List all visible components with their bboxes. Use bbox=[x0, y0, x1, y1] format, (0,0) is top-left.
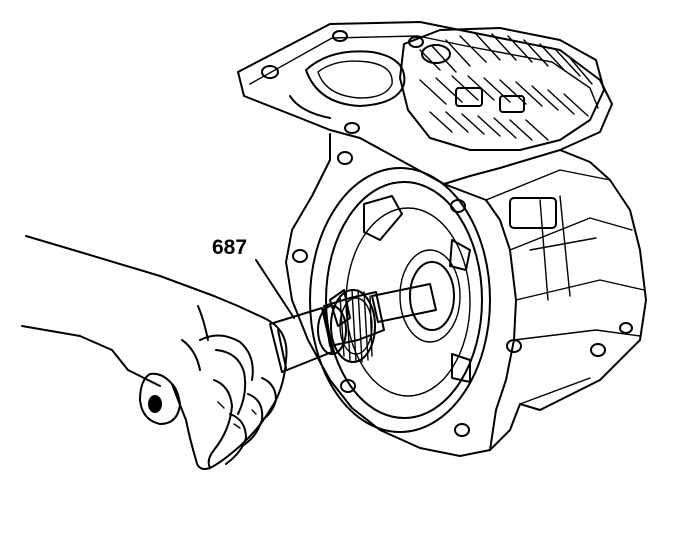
input-shaft-assembly bbox=[317, 283, 437, 363]
technician-hand bbox=[21, 235, 288, 470]
transmission-case bbox=[285, 133, 647, 457]
shift-mechanism bbox=[399, 27, 605, 151]
installer-tool bbox=[269, 307, 333, 373]
callout-label-687: 687 bbox=[212, 236, 247, 259]
bearing-retainer-opening bbox=[309, 167, 491, 433]
case-top-flange bbox=[237, 21, 613, 185]
callout-687: 687 bbox=[212, 236, 295, 319]
